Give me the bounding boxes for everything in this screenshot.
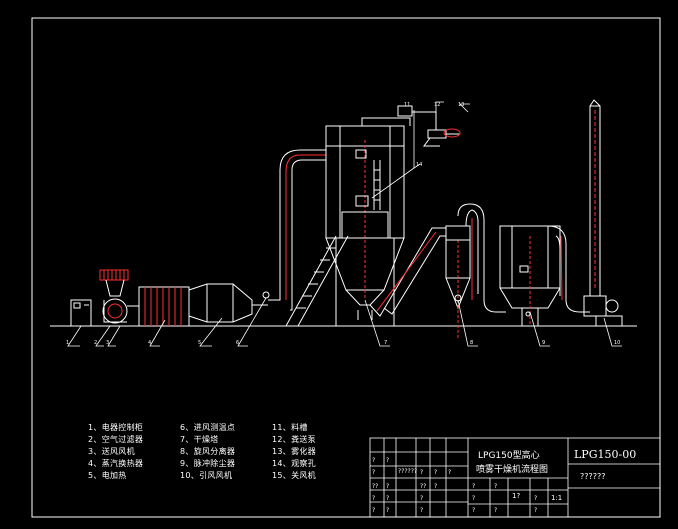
callout-4: 4 [148, 340, 151, 346]
svg-text:?: ? [534, 507, 537, 514]
svg-text:?: ? [386, 495, 389, 502]
legend-item: 3、送风风机 [88, 447, 135, 456]
drying-tower [325, 125, 405, 326]
svg-text:?: ? [434, 483, 437, 490]
steam-heat-exchanger [127, 286, 190, 327]
svg-text:?: ? [494, 483, 497, 490]
legend-item: 4、蒸汽换热器 [88, 459, 144, 468]
exhaust-stack [583, 99, 623, 327]
svg-text:?: ? [372, 495, 375, 502]
air-filter-blower [99, 269, 129, 324]
svg-text:?: ? [472, 495, 475, 502]
legend-item: 2、空气过滤器 [88, 435, 144, 444]
callout-9: 9 [542, 340, 545, 346]
electric-heater [188, 283, 270, 323]
legend-item: 10、引风风机 [180, 471, 233, 480]
callout-3: 3 [106, 340, 109, 346]
svg-text:?: ? [420, 507, 423, 514]
svg-text:??: ?? [372, 483, 378, 490]
drawing-title-line1: LPG150型高心 [478, 451, 540, 461]
callout-10: 10 [614, 340, 620, 346]
legend-item: 6、进风测温点 [180, 423, 236, 432]
svg-text:?: ? [472, 483, 475, 490]
svg-text:?: ? [494, 507, 497, 514]
svg-text:?: ? [420, 469, 423, 476]
legend-item: 12、粪送泵 [272, 435, 316, 444]
legend-item: 11、料槽 [272, 423, 308, 432]
callout-leaders [67, 101, 622, 347]
drawing-border [31, 17, 661, 518]
svg-text:??: ?? [420, 483, 426, 490]
svg-text:?: ? [448, 469, 451, 476]
svg-text:?: ? [420, 495, 423, 502]
drawing-title-line2: 喷雾干燥机流程图 [476, 465, 549, 475]
svg-text:?: ? [534, 495, 537, 502]
svg-text:?: ? [372, 457, 375, 464]
control-cabinet [70, 299, 92, 327]
title-block-count: 1? [512, 492, 521, 500]
legend-item: 13、雾化器 [272, 447, 316, 456]
callout-12: 12 [434, 102, 440, 108]
exhaust-duct [547, 225, 590, 313]
title-block [369, 437, 661, 518]
legend-item: 5、电加热 [88, 471, 127, 480]
legend-item: 7、干燥塔 [180, 435, 219, 444]
callout-6: 6 [236, 340, 239, 346]
svg-text:?: ? [434, 469, 437, 476]
callout-5: 5 [198, 340, 201, 346]
drawing-number: LPG150-00 [574, 448, 637, 461]
legend-item: 15、关风机 [272, 471, 316, 480]
inlet-duct [268, 149, 326, 311]
svg-text:?: ? [372, 469, 375, 476]
title-block-code: ?????? [398, 468, 418, 475]
cyclone-separator [445, 203, 506, 340]
legend-item: 9、脉冲除尘器 [180, 459, 236, 468]
callout-11: 11 [404, 102, 410, 108]
svg-text:?: ? [386, 457, 389, 464]
callout-7: 7 [384, 340, 387, 346]
svg-text:?: ? [386, 483, 389, 490]
staircase [285, 235, 349, 327]
callout-8: 8 [470, 340, 473, 346]
svg-text:?: ? [372, 507, 375, 514]
legend-item: 1、电器控制柜 [88, 423, 144, 432]
legend-item: 8、旋风分离器 [180, 447, 236, 456]
pulse-dust-collector [499, 225, 561, 326]
legend-item: 14、观察孔 [272, 459, 316, 468]
svg-text:?: ? [472, 507, 475, 514]
callout-14: 14 [416, 162, 422, 168]
callout-1: 1 [66, 340, 69, 346]
callout-13: 13 [458, 102, 464, 108]
drawing-scale: 1:1 [551, 494, 563, 502]
drawing-code: ?????? [580, 472, 606, 481]
callout-2: 2 [94, 340, 97, 346]
outlet-duct [369, 227, 446, 317]
svg-text:?: ? [386, 507, 389, 514]
